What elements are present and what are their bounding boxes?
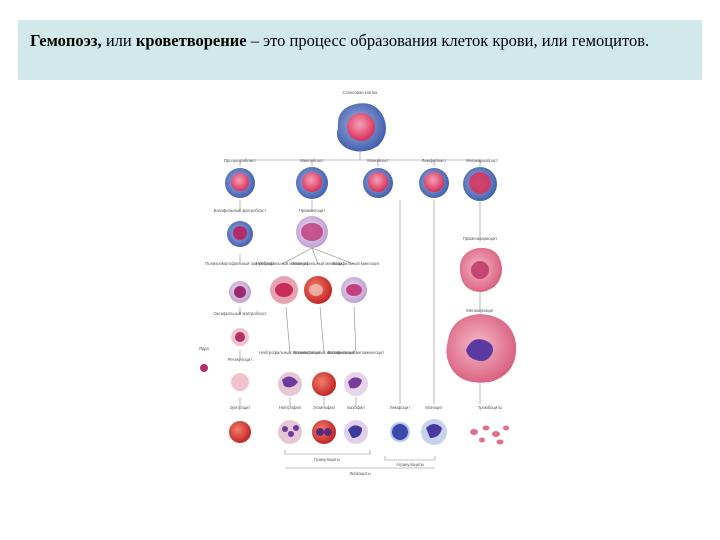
label-baso-myelocyte: Базофильный миелоцит [332, 261, 379, 266]
label-nucleus-out: Ядро [199, 346, 210, 351]
nucleus [348, 377, 362, 389]
lineage-lines [239, 152, 481, 469]
label-baso-erythroblast: Базофильный эритробласт [214, 208, 267, 213]
label-poly-erythroblast: Полихроматофильный эритробласт [205, 261, 275, 266]
nucleus [392, 424, 408, 440]
nucleus [275, 283, 293, 297]
hematopoiesis-diagram: Стволовая клетка Проэритробласт Миелобла… [199, 90, 517, 476]
label-neutrophil: Нейтрофил [279, 405, 302, 410]
nucleus [282, 376, 298, 388]
term-hemopoiesis: Гемопоэз, [30, 31, 102, 50]
definition-text-box: Гемопоэз, или кроветворение – это процес… [18, 20, 702, 80]
label-promyelocyte: Промиелоцит [299, 208, 326, 213]
connector-text: или [101, 31, 136, 50]
label-neutro-meta: Нейтрофильный метамиелоцит [259, 350, 321, 355]
nucleus [469, 172, 491, 194]
label-promegakaryocyte: Промегакариоцит [463, 236, 498, 241]
nucleus [282, 426, 288, 432]
label-reticulocyte: Ретикулоцит [228, 357, 252, 362]
nucleus [324, 428, 332, 436]
term-blood-formation: кроветворение [135, 31, 247, 50]
label-erythrocyte: Эритроцит [230, 405, 251, 410]
stem-cell-nucleus [347, 113, 375, 141]
label-eosino-meta: Эозинофильный метамиелоцит [293, 350, 355, 355]
label-megakaryoblast: Мегакариобласт [466, 158, 498, 163]
label-eosino-myelocyte: Эозинофильный миелоцит [292, 261, 344, 266]
nucleus [288, 431, 294, 437]
nucleus [348, 425, 362, 438]
nucleus [424, 172, 444, 192]
nucleus [368, 172, 388, 192]
label-lymphocyte: Лимфоцит [390, 405, 410, 410]
nucleus [346, 284, 362, 296]
label-basophil: Базофил [347, 405, 365, 410]
nucleus [231, 173, 249, 191]
label-platelets: Тромбоциты [478, 405, 502, 410]
label-lymphoblast: Лимфобласт [422, 158, 447, 163]
label-monocyte: Моноцит [425, 405, 442, 410]
label-eosinophil: Эозинофил [313, 405, 336, 410]
erythrocyte-cell [229, 421, 251, 443]
nucleus [234, 286, 246, 298]
label-neutro-myelocyte: Нейтрофильный миелоцит [256, 261, 308, 266]
label-myeloblast: Миелобласт [300, 158, 324, 163]
label-leukocytes: Лейкоциты [349, 471, 370, 476]
eosino-meta-cell [312, 372, 336, 396]
label-baso-meta: Базофильный метамиелоцит [328, 350, 385, 355]
label-monoblast: Монобласт [367, 158, 389, 163]
nucleus [235, 332, 245, 342]
label-ortho-erythroblast: Оксифильный эритробласт [213, 311, 266, 316]
nucleus [466, 339, 493, 362]
nucleus [316, 428, 324, 436]
label-granulocytes: Гранулоциты [314, 457, 340, 462]
nucleus [293, 425, 299, 431]
reticulocyte-cell [231, 373, 249, 391]
nucleus [309, 284, 323, 296]
label-proerythroblast: Проэритробласт [224, 158, 256, 163]
nucleus [471, 261, 489, 279]
platelets-group [470, 425, 509, 445]
label-agranulocytes: Агранулоциты [396, 462, 424, 467]
definition-rest: – это процесс образования клеток крови, … [246, 31, 650, 50]
nucleus [233, 226, 247, 240]
extruded-nucleus [200, 364, 208, 372]
label-megakaryocyte: Мегакариоцит [466, 308, 494, 313]
label-stem-cell: Стволовая клетка [343, 90, 378, 95]
nucleus [302, 172, 322, 192]
nucleus [426, 424, 442, 438]
nucleus [301, 223, 323, 241]
